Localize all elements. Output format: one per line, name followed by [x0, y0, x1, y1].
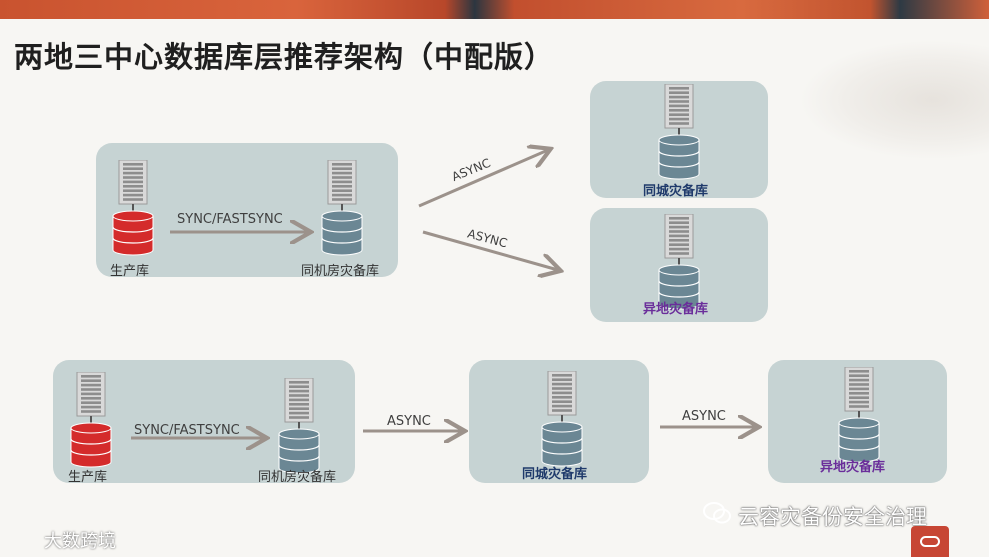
server-rack-icon	[844, 366, 874, 417]
connector-line	[132, 204, 134, 212]
connector-line	[678, 128, 680, 136]
database-cylinder-icon	[657, 134, 701, 184]
async-arrow-top-down	[422, 230, 558, 270]
sync-label-bottom: SYNC/FASTSYNC	[134, 423, 240, 438]
server-rack-icon	[284, 377, 314, 428]
server-rack-icon	[76, 371, 106, 422]
database-cylinder-icon	[657, 264, 701, 314]
same-city-standby-label-top: 同城灾备库	[643, 184, 709, 199]
remote-standby-label-top: 异地灾备库	[643, 302, 709, 317]
remote-standby-label-bottom: 异地灾备库	[820, 460, 886, 475]
server-rack-icon	[547, 370, 577, 421]
sync-label-top: SYNC/FASTSYNC	[177, 212, 283, 227]
bottom-logo-text: 大数跨境	[44, 531, 116, 552]
same-city-standby-label-bottom: 同城灾备库	[522, 467, 588, 482]
same-room-standby-label-bottom: 同机房灾备库	[258, 470, 337, 485]
database-cylinder-icon	[111, 210, 155, 260]
server-rack-icon	[327, 159, 357, 210]
connector-line	[561, 415, 563, 423]
server-rack-icon	[664, 83, 694, 134]
async-label-bottom-2: ASYNC	[682, 409, 726, 424]
oracle-logo-icon	[911, 526, 949, 557]
prod-db-label-top: 生产库	[110, 264, 150, 279]
async-label-bottom-1: ASYNC	[387, 414, 431, 429]
server-rack-icon	[664, 213, 694, 264]
wechat-icon	[703, 502, 731, 524]
server-rack-icon	[118, 159, 148, 210]
database-cylinder-icon	[277, 428, 321, 478]
database-cylinder-icon	[320, 210, 364, 260]
prod-db-label-bottom: 生产库	[68, 470, 108, 485]
database-cylinder-icon	[69, 422, 113, 472]
connector-line	[678, 258, 680, 266]
watermark-text: 云容灾备份安全治理	[738, 505, 927, 529]
async-arrow-top-up	[418, 150, 548, 208]
connector-line	[858, 411, 860, 419]
same-room-standby-label-top: 同机房灾备库	[301, 264, 380, 279]
connector-line	[341, 204, 343, 212]
connector-line	[90, 416, 92, 424]
connector-line	[298, 422, 300, 430]
decorative-pattern	[799, 40, 989, 160]
database-cylinder-icon	[837, 417, 881, 467]
page-title: 两地三中心数据库层推荐架构（中配版）	[14, 40, 555, 74]
database-cylinder-icon	[540, 421, 584, 471]
header-banner	[0, 0, 989, 19]
